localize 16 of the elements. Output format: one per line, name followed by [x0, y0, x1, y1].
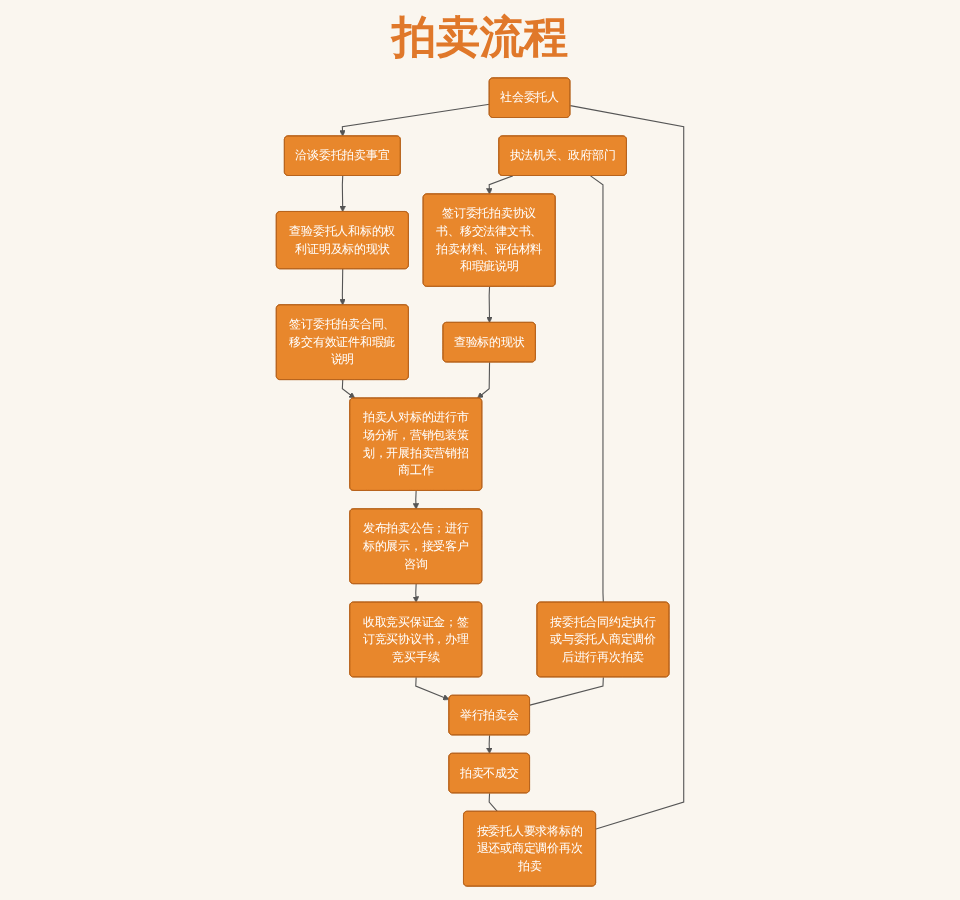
- connector: [488, 792, 499, 813]
- arrow: [412, 583, 420, 603]
- arrow: [486, 734, 493, 754]
- connector: [569, 105, 685, 830]
- arrow: [412, 490, 420, 510]
- arrow: [486, 175, 514, 195]
- arrow: [341, 379, 356, 399]
- arrow: [339, 268, 346, 306]
- arrow: [477, 361, 491, 399]
- arrow: [339, 103, 491, 137]
- connector: [529, 676, 604, 706]
- arrow: [339, 175, 346, 213]
- arrow: [486, 286, 493, 323]
- title: 拍卖流程: [392, 14, 568, 64]
- connector: [590, 175, 604, 603]
- arrow: [415, 676, 450, 701]
